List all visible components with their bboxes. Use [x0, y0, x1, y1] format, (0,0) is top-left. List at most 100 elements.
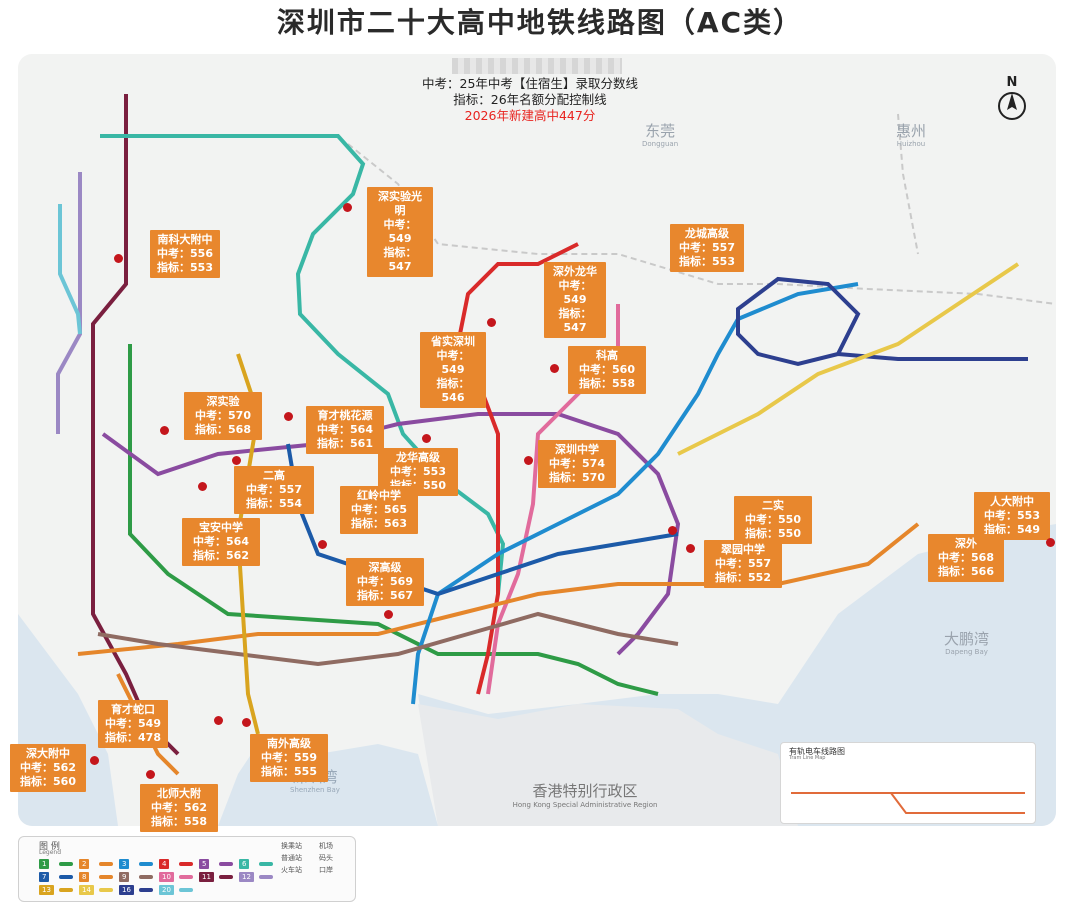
line-16: [736, 276, 1028, 367]
legend-line-chip: 2: [79, 859, 90, 869]
north-arrow: N: [994, 76, 1030, 126]
legend-line-chip: 9: [119, 872, 130, 882]
line-2-8: [77, 522, 920, 656]
map-area: [18, 54, 1056, 826]
school-marker: [686, 544, 695, 553]
school-marker: [550, 364, 559, 373]
legend-symbol: 普通站: [281, 854, 302, 862]
redacted-text: [452, 58, 622, 74]
legend-line-swatch: [259, 875, 273, 879]
legend-symbol: 口岸: [319, 866, 333, 874]
legend-line-swatch: [99, 862, 113, 866]
legend-line-chip: 1: [39, 859, 50, 869]
metro-map-svg: [18, 94, 1056, 826]
school-marker: [422, 434, 431, 443]
school-marker: [242, 718, 251, 727]
school-marker: [146, 770, 155, 779]
legend-line-swatch: [99, 888, 113, 892]
school-marker: [90, 756, 99, 765]
legend-line-chip: 14: [79, 885, 94, 895]
school-marker: [232, 456, 241, 465]
info-block: 中考：25年中考【住宿生】录取分数线 指标：26年名额分配控制线 2026年新建…: [360, 76, 700, 124]
legend-line-swatch: [139, 862, 153, 866]
school-marker: [318, 540, 327, 549]
school-marker: [214, 716, 223, 725]
hk-land: [418, 704, 798, 826]
school-marker: [487, 318, 496, 327]
legend-line-swatch: [259, 862, 273, 866]
legend-line-chip: 13: [39, 885, 54, 895]
legend-subtitle: Legend: [39, 849, 62, 856]
line-14: [677, 262, 1020, 456]
school-marker: [668, 526, 677, 535]
legend-line-swatch: [59, 888, 73, 892]
school-marker: [114, 254, 123, 263]
legend-title: 图 例: [39, 842, 60, 852]
legend-line-swatch: [179, 875, 193, 879]
tram-lines: [791, 792, 1025, 814]
legend-line-chip: 7: [39, 872, 50, 882]
legend-line-chip: 8: [79, 872, 90, 882]
school-marker: [343, 203, 352, 212]
info-line-3: 2026年新建高中447分: [464, 108, 596, 123]
info-line-1: 中考：25年中考【住宿生】录取分数线: [422, 76, 638, 91]
line-11: [91, 94, 180, 756]
school-marker: [284, 412, 293, 421]
line-12: [56, 172, 82, 434]
legend-line-chip: 10: [159, 872, 174, 882]
school-marker: [384, 610, 393, 619]
info-line-2: 指标：26年名额分配控制线: [453, 92, 607, 107]
line-6: [100, 134, 506, 595]
school-marker: [198, 482, 207, 491]
line-20: [58, 204, 82, 335]
legend-symbol: 码头: [319, 854, 333, 862]
line-7: [286, 443, 679, 597]
legend-line-swatch: [139, 875, 153, 879]
legend-line-swatch: [219, 875, 233, 879]
legend-line-chip: 12: [239, 872, 254, 882]
legend-line-chip: 6: [239, 859, 250, 869]
legend-symbol: 换乘站: [281, 842, 302, 850]
legend-line-swatch: [59, 862, 73, 866]
tram-inset: 有轨电车线路图 Tram Line Map: [780, 742, 1036, 824]
legend-symbol: 火车站: [281, 866, 302, 874]
legend-line-chip: 16: [119, 885, 134, 895]
school-marker: [160, 426, 169, 435]
legend-line-chip: 5: [199, 859, 210, 869]
legend-line-chip: 3: [119, 859, 130, 869]
school-marker: [1046, 538, 1055, 547]
legend-line-chip: 20: [159, 885, 174, 895]
legend-line-swatch: [59, 875, 73, 879]
legend-line-swatch: [179, 888, 193, 892]
legend-line-chip: 11: [199, 872, 214, 882]
legend-line-swatch: [179, 862, 193, 866]
tram-title: 有轨电车线路图: [789, 747, 845, 756]
legend-line-swatch: [139, 888, 153, 892]
